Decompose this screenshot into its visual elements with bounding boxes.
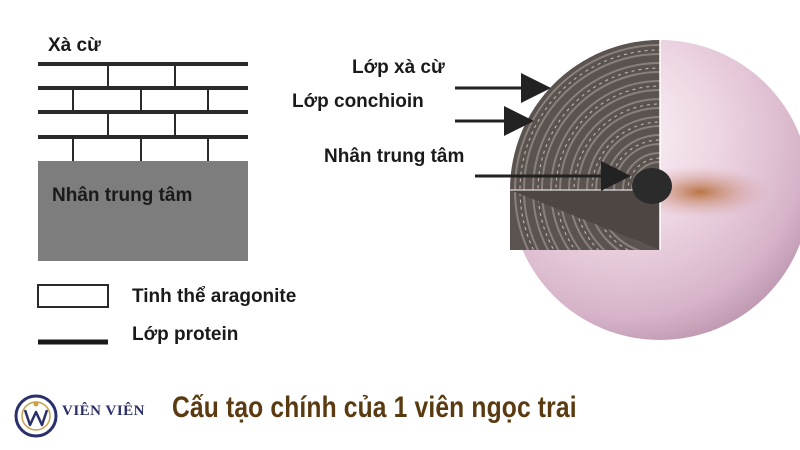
core-block	[38, 161, 248, 261]
core-label: Nhân trung tâm	[52, 185, 193, 206]
nacre-title: Xà cừ	[48, 35, 101, 56]
caption-title: Cấu tạo chính của 1 viên ngọc trai	[172, 391, 577, 424]
brand-logo	[14, 394, 58, 438]
label-conchiolin-layer: Lớp conchioin	[292, 91, 424, 112]
legend-protein-label: Lớp protein	[132, 324, 239, 345]
legend-aragonite-label: Tinh thể aragonite	[132, 286, 297, 307]
aragonite-legend-swatch	[37, 284, 109, 308]
nucleus-dot	[632, 168, 672, 204]
label-nacre-layer: Lớp xà cừ	[352, 57, 445, 78]
nacre-brick-structure	[38, 62, 248, 261]
pearl-illustration	[510, 40, 800, 340]
brand-name: VIÊN VIÊN	[62, 403, 145, 419]
label-nucleus: Nhân trung tâm	[324, 146, 465, 167]
